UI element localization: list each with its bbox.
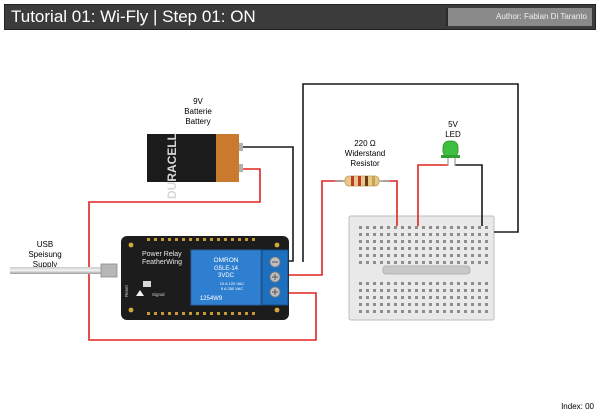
- relay-code: 1254W9: [200, 296, 223, 302]
- led: [441, 140, 460, 166]
- battery: DURACELL: [147, 133, 243, 199]
- reset-label: Reset: [124, 284, 129, 297]
- header-pins-bottom: [147, 312, 255, 315]
- author-box: Author: Fabian Di Taranto: [446, 8, 592, 26]
- usb-cable: [10, 263, 118, 278]
- header-bar: Tutorial 01: Wi-Fly | Step 01: ON Author…: [4, 4, 596, 30]
- usb-label: USB Speisung Supply: [22, 240, 68, 270]
- resistor-label: 220 Ω Widerstand Resistor: [337, 139, 393, 169]
- relay-rating-2: 5 A 250 VAC: [221, 286, 243, 291]
- black-wires: [240, 83, 519, 262]
- battery-label-en: Battery: [185, 117, 211, 126]
- wire-led-anode: [417, 164, 448, 226]
- wire-relay-to-resistor: [288, 180, 343, 276]
- led-label-voltage: 5V: [448, 120, 458, 129]
- battery-label: 9V Batterie Battery: [178, 97, 218, 127]
- resistor-label-value: 220 Ω: [354, 139, 376, 148]
- wire-relay-to-breadboard-top: [302, 83, 519, 262]
- header-pins-top: [147, 238, 255, 241]
- relay-model: G5LE-14: [214, 266, 239, 272]
- board-title-1: Power Relay: [142, 251, 182, 258]
- relay-brand: OMRON: [214, 257, 239, 264]
- wire-battery-negative: [240, 146, 294, 262]
- breadboard: [348, 215, 495, 321]
- board-title-2: FeatherWing: [142, 259, 182, 266]
- usb-label-en: Supply: [32, 260, 58, 269]
- resistor-label-en: Resistor: [350, 159, 380, 168]
- battery-label-voltage: 9V: [193, 97, 203, 106]
- screw-terminal: [261, 249, 289, 306]
- relay-voltage: 3VDC: [218, 273, 235, 279]
- resistor: [335, 175, 390, 187]
- usb-label-de: Speisung: [28, 250, 62, 259]
- reset-button: [143, 281, 151, 287]
- signal-label: Signal: [152, 292, 165, 297]
- battery-brand: DURACELL: [165, 133, 179, 199]
- page-title: Tutorial 01: Wi-Fly | Step 01: ON: [11, 7, 256, 26]
- relay-rating-1: 10 A 120 VAC: [220, 281, 245, 286]
- usb-label-usb: USB: [36, 240, 54, 249]
- relay: OMRON G5LE-14 3VDC 10 A 120 VAC 5 A 250 …: [190, 249, 262, 306]
- led-label-en: LED: [445, 130, 461, 139]
- index-label: Index: 00: [561, 402, 594, 411]
- resistor-label-de: Widerstand: [344, 149, 386, 158]
- led-label: 5V LED: [438, 120, 468, 140]
- board-logo-icon: [136, 290, 144, 296]
- battery-label-de: Batterie: [184, 107, 212, 116]
- wire-led-cathode: [455, 164, 483, 226]
